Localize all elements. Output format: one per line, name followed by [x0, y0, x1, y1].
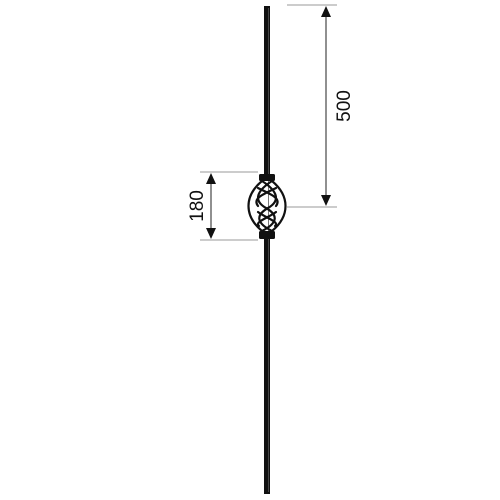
basket-twist-strand-4	[255, 186, 278, 208]
basket-twist-strand-5	[256, 210, 278, 228]
basket-twist-strand-6	[256, 210, 278, 228]
basket-top-collar	[259, 174, 275, 181]
baluster-bar	[264, 6, 270, 494]
bar-upper-segment	[264, 6, 270, 176]
dimension-180-label: 180	[187, 190, 208, 222]
dimension-180-bottom-arrow	[206, 228, 216, 239]
dimension-180-top-arrow	[206, 173, 216, 184]
dimension-180: 180	[187, 171, 258, 241]
dimension-500-label: 500	[334, 90, 355, 122]
basket-twist-strand-3	[256, 186, 279, 208]
dimension-500: 500	[287, 4, 355, 208]
basket-outer-left-strand	[247, 179, 264, 233]
basket-outer-right-strand	[270, 179, 287, 233]
dimension-500-bottom-arrow	[321, 195, 331, 206]
basket-ornament	[247, 174, 287, 239]
bar-lower-segment	[264, 238, 270, 494]
basket-bottom-collar	[259, 231, 275, 239]
dimension-500-top-arrow	[321, 6, 331, 17]
